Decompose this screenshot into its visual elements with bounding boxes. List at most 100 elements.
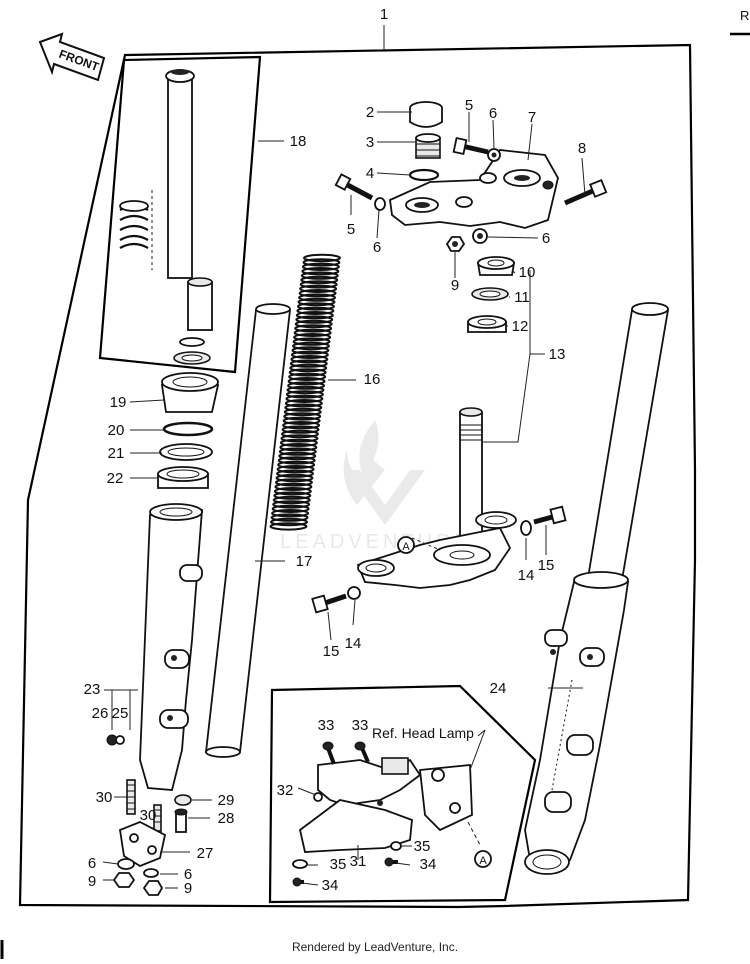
spring-coil — [283, 412, 322, 421]
callout-c13: 13 — [549, 346, 566, 363]
callout-c6b: 6 — [373, 239, 381, 256]
spring-coil — [278, 451, 317, 461]
callout-c8: 8 — [578, 140, 586, 157]
spring-coil — [270, 513, 309, 522]
callout-c10: 10 — [519, 264, 536, 281]
callout-c7: 7 — [528, 109, 536, 126]
callout-c9c: 9 — [184, 880, 192, 897]
callout-c17: 17 — [296, 553, 313, 570]
spring-coil — [301, 262, 340, 271]
lower-bracket-fasteners — [311, 505, 567, 614]
spring-coil — [293, 333, 332, 342]
callout-c33a: 33 — [318, 717, 335, 734]
callout-c27: 27 — [197, 845, 214, 862]
corner-letter: R — [740, 8, 749, 23]
left-outer-tube — [139, 503, 203, 791]
spring-coil — [281, 429, 319, 439]
callout-c15b: 15 — [323, 643, 340, 660]
spring-coil — [282, 416, 321, 425]
callout-c9b: 9 — [88, 873, 96, 890]
lower-left-fasteners — [106, 734, 192, 896]
callout-c1: 1 — [380, 6, 388, 23]
top-cap-parts — [408, 101, 443, 182]
callout-c6e: 6 — [184, 866, 192, 883]
spring-coil — [289, 359, 328, 368]
callout-c9a: 9 — [451, 277, 459, 294]
callout-c20: 20 — [108, 422, 125, 439]
callout-c35b: 35 — [414, 838, 431, 855]
upper-bracket — [389, 149, 559, 229]
spring-coil — [270, 517, 308, 527]
right-fork-leg — [524, 302, 670, 875]
spring-coil — [295, 311, 334, 320]
spring-coil — [299, 280, 338, 289]
callout-c29: 29 — [218, 792, 235, 809]
callout-c35a: 35 — [330, 856, 347, 873]
front-arrow: FRONT — [38, 32, 106, 82]
inner-tube-assembly — [119, 69, 213, 365]
main-assembly-boundary — [18, 43, 697, 909]
callout-c16: 16 — [364, 371, 381, 388]
spring-coil — [290, 355, 329, 364]
spring-coil — [289, 363, 328, 373]
spring-coil — [271, 509, 310, 518]
footer-credit: Rendered by LeadVenture, Inc. — [291, 940, 459, 954]
spring-coil — [272, 495, 311, 505]
spring-coil — [291, 346, 330, 355]
marker-a-upper: A — [397, 536, 415, 554]
spring-coil — [275, 473, 314, 483]
marker-a-lower: A — [474, 850, 492, 868]
callout-c32: 32 — [277, 782, 294, 799]
spring-coil — [298, 293, 337, 302]
callout-c2: 2 — [366, 104, 374, 121]
spring-coil — [293, 328, 332, 337]
spring-coil — [303, 253, 341, 263]
fork-inner-tube-frame — [98, 55, 262, 374]
callout-c12: 12 — [512, 318, 529, 335]
callout-c5b: 5 — [347, 221, 355, 238]
spring-coil — [288, 368, 327, 377]
callout-c24: 24 — [490, 680, 507, 697]
stem-washers — [467, 256, 516, 333]
callout-c33b: 33 — [352, 717, 369, 734]
ref-head-lamp-label: Ref. Head Lamp — [372, 725, 474, 741]
spring-coil — [281, 425, 320, 434]
spring-coil — [301, 267, 340, 276]
spring-coil — [269, 522, 308, 531]
spring-coil — [290, 350, 329, 359]
fork-spring — [269, 253, 341, 531]
spring-coil — [296, 302, 335, 311]
oil-seal-stack — [157, 372, 220, 489]
callout-c5a: 5 — [465, 97, 473, 114]
spring-coil — [282, 421, 321, 430]
long-tube — [204, 303, 292, 758]
spring-coil — [288, 372, 327, 381]
spring-coil — [299, 284, 338, 293]
spring-coil — [279, 438, 318, 447]
callout-c30b: 30 — [140, 807, 157, 824]
spring-coil — [284, 403, 323, 412]
spring-coil — [273, 491, 312, 500]
spring-coil — [287, 381, 326, 390]
callout-c23: 23 — [84, 681, 101, 698]
spring-coil — [285, 390, 324, 399]
spring-coil — [271, 504, 310, 513]
callout-c11: 11 — [514, 289, 530, 306]
callout-c15a: 15 — [538, 557, 555, 574]
callout-c30a: 30 — [96, 789, 113, 806]
spring-coil — [294, 324, 333, 333]
callout-c25: 25 — [112, 705, 129, 722]
spring-coil — [294, 319, 333, 329]
callout-c14b: 14 — [345, 635, 362, 652]
spring-coil — [278, 447, 317, 456]
spring-coil — [276, 469, 315, 478]
spring-coil — [287, 377, 326, 386]
spring-coil — [295, 315, 334, 324]
svg-text:A: A — [402, 541, 410, 553]
spring-coil — [272, 500, 311, 509]
spring-coil — [284, 399, 323, 408]
spring-coil — [277, 460, 316, 469]
callout-c34a: 34 — [322, 877, 339, 894]
spring-coil — [273, 487, 312, 496]
